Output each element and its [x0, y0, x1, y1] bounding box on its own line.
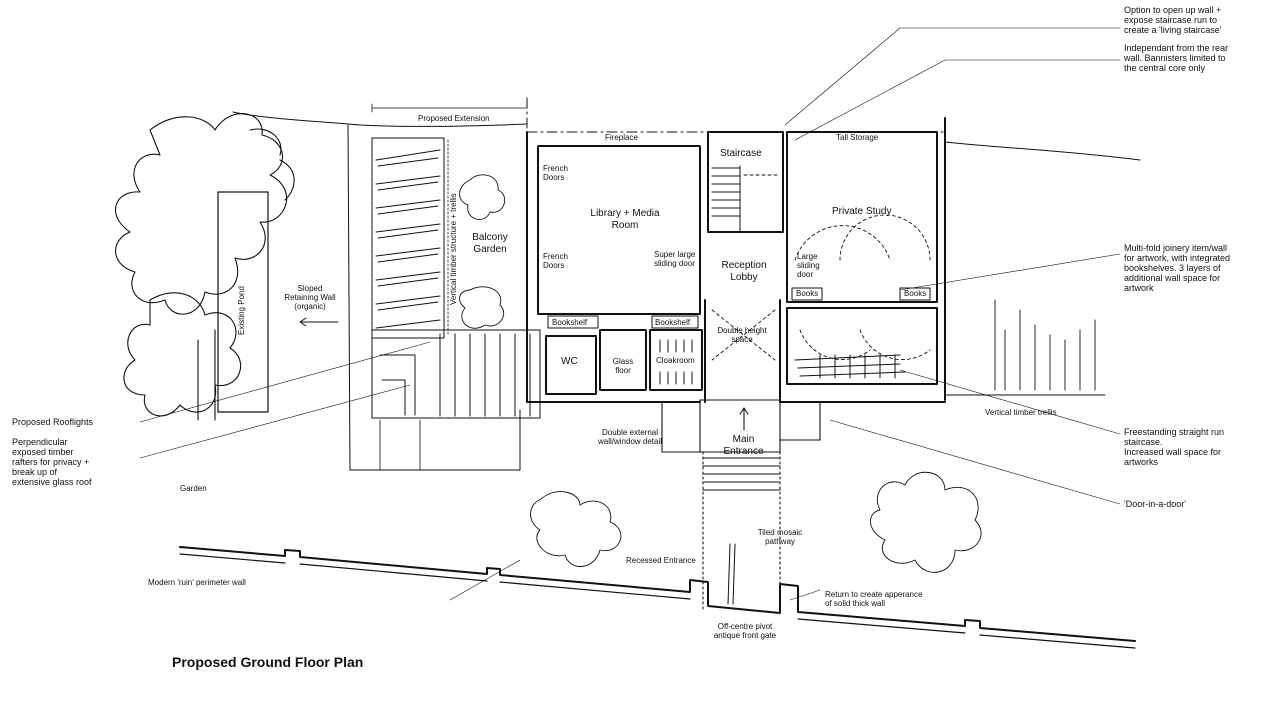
- annotation-multifold: Multi-fold joinery item/wall for artwork…: [1124, 243, 1231, 293]
- perimeter-wall: [179, 546, 1136, 642]
- room-staircase: Staircase: [720, 148, 762, 159]
- label-proposed-extension: Proposed Extension: [418, 114, 490, 123]
- label-recessed-entrance: Recessed Entrance: [626, 556, 696, 565]
- label-french-doors-2: French Doors: [543, 252, 568, 271]
- label-books-2: Books: [904, 289, 927, 298]
- label-sloped-wall: Sloped Retaining Wall (organic): [284, 284, 336, 312]
- label-vertical-timber-trellis: Vertical timber trellis: [985, 408, 1057, 417]
- label-bookshelf-2: Bookshelf: [655, 318, 691, 327]
- left-trees: [114, 113, 295, 421]
- label-garden: Garden: [180, 484, 207, 493]
- room-library: Library + Media Room: [590, 208, 660, 231]
- label-ruin-wall: Modern 'ruin' perimeter wall: [148, 578, 246, 587]
- label-fireplace: Fireplace: [605, 133, 638, 142]
- label-books-1: Books: [796, 289, 819, 298]
- room-wc: WC: [561, 356, 578, 367]
- label-tall-storage: Tall Storage: [836, 133, 879, 142]
- label-bookshelf-1: Bookshelf: [552, 318, 588, 327]
- annotation-door-in-door: 'Door-in-a-door': [1124, 499, 1186, 509]
- label-double-external: Double external wall/window detail: [597, 428, 663, 447]
- room-cloakroom: Cloakroom: [656, 356, 695, 365]
- plan-title: Proposed Ground Floor Plan: [172, 654, 364, 670]
- annotation-living-staircase: Option to open up wall + expose staircas…: [1124, 5, 1222, 35]
- label-french-doors-1: French Doors: [543, 164, 568, 183]
- annotation-perpendicular: Perpendicular exposed timber rafters for…: [12, 437, 92, 487]
- room-balcony-garden: Balcony Garden: [472, 232, 508, 255]
- rafters: [371, 137, 541, 419]
- label-return-wall: Return to create apperance of solid thic…: [825, 590, 923, 609]
- room-main-entrance: Main Entrance: [723, 434, 764, 457]
- room-reception-lobby: Reception Lobby: [721, 260, 767, 283]
- annotation-rooflights: Proposed Rooflights: [12, 417, 94, 427]
- entrance: [661, 399, 821, 611]
- label-sliding-door: Super large sliding door: [654, 250, 696, 269]
- label-double-height: Double height space: [717, 326, 767, 345]
- building-walls: [526, 97, 946, 403]
- annotation-freestanding: Freestanding straight run staircase. Inc…: [1124, 427, 1225, 467]
- annotation-independent: Independant from the rear wall. Banniste…: [1124, 43, 1229, 73]
- label-large-sliding-door: Large sliding door: [797, 252, 820, 280]
- existing-pond: [217, 191, 269, 413]
- label-glass-floor: Glass floor: [612, 357, 634, 376]
- label-pivot-gate: Off-centre pivot antique front gate: [713, 622, 777, 641]
- label-existing-pond: Existing Pond: [237, 286, 246, 335]
- label-vertical-timber-structure: Vertical timber structure + trellis: [449, 193, 458, 305]
- label-tiled-pathway: Tiled mosaic pathway: [757, 528, 803, 547]
- room-private-study: Private Study: [832, 206, 892, 217]
